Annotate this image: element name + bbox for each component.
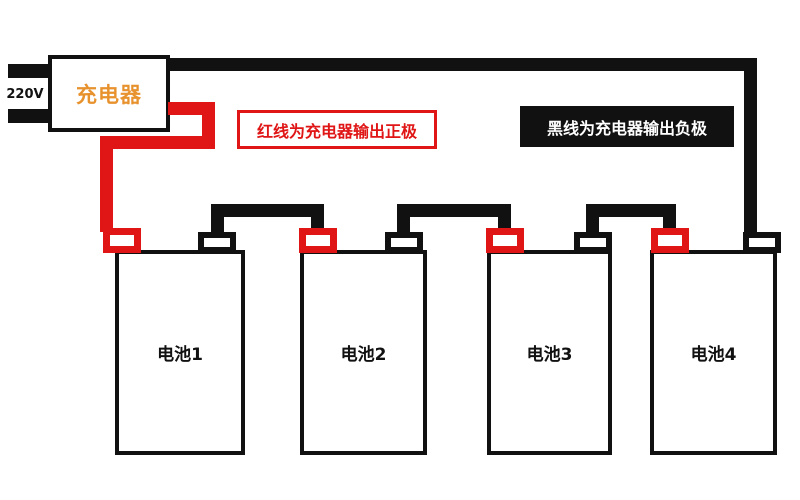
black-wire-top-segment [170,58,757,71]
battery-4-label: 电池4 [690,345,737,365]
battery-4-negative-terminal [743,232,781,253]
battery-4-box: 电池4 [650,250,777,455]
battery-3-box: 电池3 [487,250,612,455]
charger-box: 充电器 [48,55,170,132]
battery-2-box: 电池2 [300,250,427,455]
series-link-1-right-segment [311,204,324,234]
battery-3-negative-terminal [574,232,612,253]
battery-1-box: 电池1 [115,250,245,455]
battery-3-positive-terminal [486,228,524,253]
battery-3-label: 电池3 [526,345,573,365]
series-link-1-top-segment [211,204,324,217]
battery-2-positive-terminal [299,228,337,253]
black-wire-right-segment [744,58,757,235]
series-link-2-top-segment [397,204,511,217]
series-link-2-right-segment [498,204,511,234]
ac-prong-top [8,64,50,78]
battery-1-negative-terminal [198,232,236,253]
battery-1-label: 电池1 [157,345,203,365]
ac-prong-bottom [8,109,50,123]
red-wire-back-segment [100,136,215,149]
battery-2-label: 电池2 [340,345,387,365]
series-link-3-top-segment [586,204,676,217]
red-wire-down-segment-2 [100,136,113,232]
battery-1-positive-terminal [103,228,141,253]
ac-voltage-label: 220V [6,87,44,102]
charger-label: 充电器 [76,82,142,107]
red-wire-note: 红线为充电器输出正极 [237,110,437,149]
black-wire-note: 黑线为充电器输出负极 [520,106,734,147]
battery-4-positive-terminal [651,228,689,253]
battery-2-negative-terminal [385,232,423,253]
series-link-3-right-segment [663,204,676,234]
